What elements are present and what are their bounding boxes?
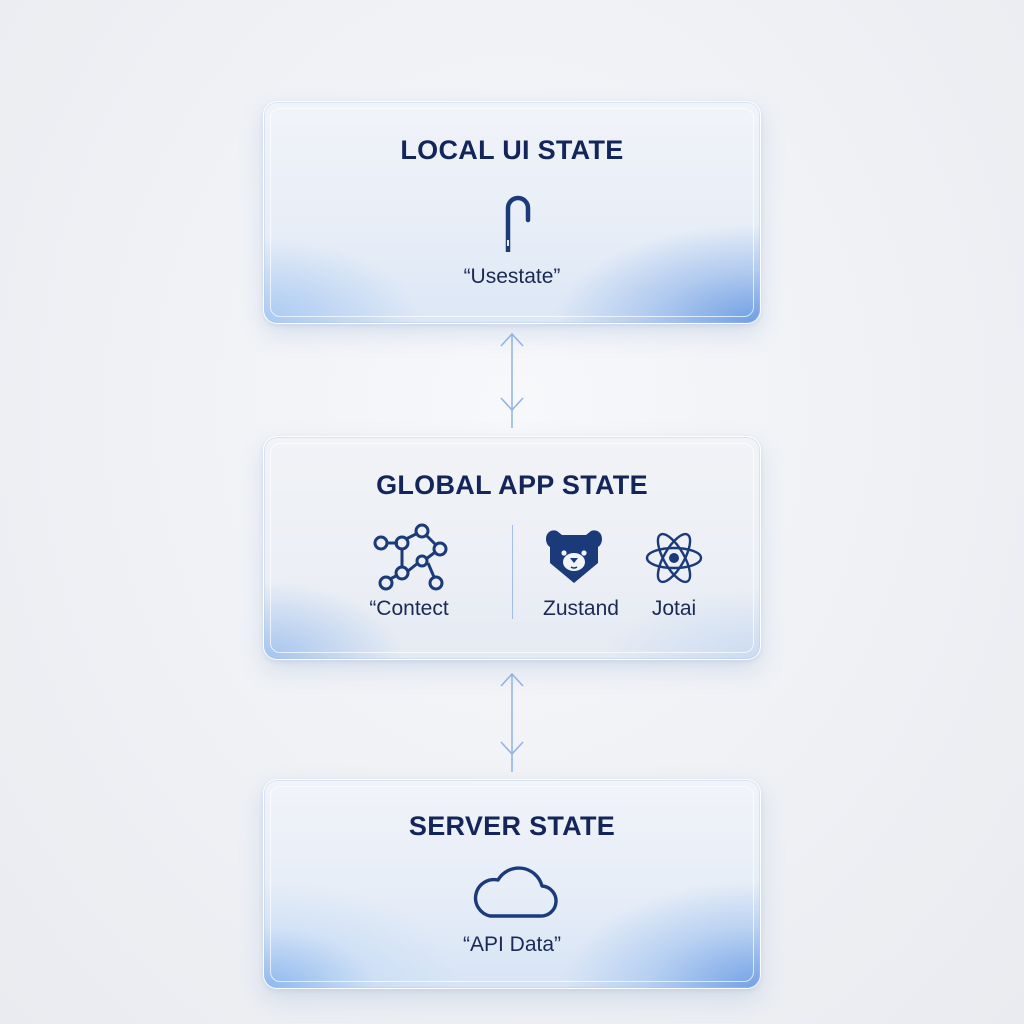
server-state-card: SERVER STATE “API Data” <box>263 779 761 989</box>
cloud-icon <box>473 866 558 918</box>
hook-icon <box>505 195 531 252</box>
bidirectional-arrow-1 <box>500 332 524 428</box>
local-ui-state-title: LOCAL UI STATE <box>400 135 624 165</box>
local-ui-state-caption: “Usestate” <box>463 265 561 288</box>
atom-icon <box>645 532 703 584</box>
local-ui-state-card: LOCAL UI STATE “Usestate” <box>263 101 761 324</box>
global-app-state-title: GLOBAL APP STATE <box>376 470 648 500</box>
server-state-title: SERVER STATE <box>408 811 616 841</box>
tool-label-context: “Contect <box>369 597 449 620</box>
tools-divider <box>512 525 513 619</box>
bear-icon <box>546 530 602 583</box>
graph-network-icon <box>373 523 448 591</box>
bidirectional-arrow-2 <box>500 672 524 772</box>
tool-label-zustand: Zustand <box>543 597 619 620</box>
server-state-caption: “API Data” <box>462 933 562 956</box>
tool-label-jotai: Jotai <box>651 597 697 620</box>
global-app-state-card: GLOBAL APP STATE “Contect <box>263 436 761 660</box>
